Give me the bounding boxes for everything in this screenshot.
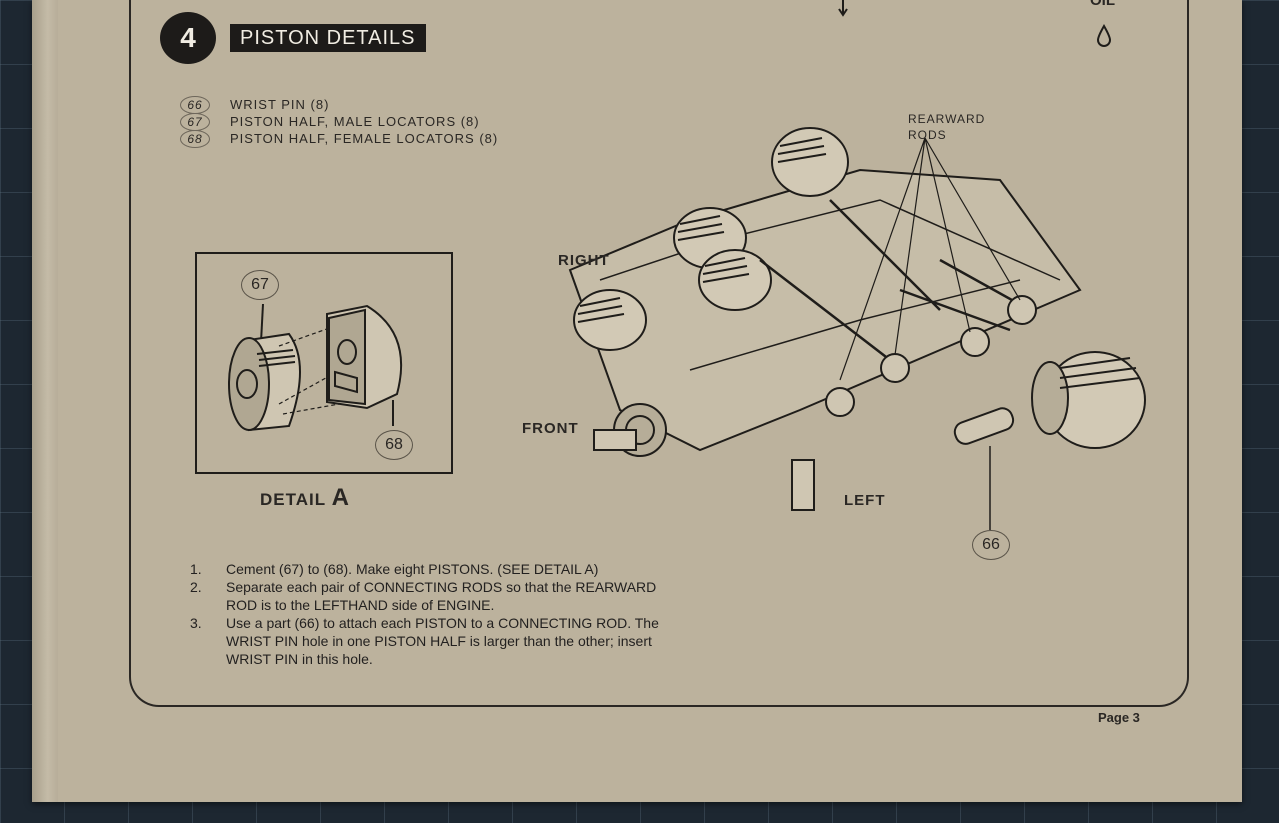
arrow-down-icon	[838, 0, 848, 17]
label-rods: RODS	[908, 128, 947, 142]
part-name: WRIST PIN (8)	[230, 97, 330, 112]
part-number: 66	[180, 95, 210, 114]
list-item: 68 PISTON HALF, FEMALE LOCATORS (8)	[180, 129, 499, 148]
oil-drop-icon	[1096, 24, 1112, 47]
parts-list: 66 WRIST PIN (8) 67 PISTON HALF, MALE LOCA…	[180, 95, 499, 148]
instruction-number: 1.	[190, 561, 202, 577]
instruction-text: Use a part (66) to attach each PISTON to…	[226, 615, 659, 667]
callout-66: 66	[972, 530, 1010, 560]
detail-a-box: 67 68	[195, 252, 453, 474]
instruction-number: 3.	[190, 615, 202, 631]
part-name: PISTON HALF, MALE LOCATORS (8)	[230, 114, 480, 129]
page-frame	[129, 0, 1189, 707]
oil-label: OIL	[1090, 0, 1115, 9]
part-number: 68	[180, 129, 210, 148]
detail-word: DETAIL	[260, 490, 326, 509]
label-right: RIGHT	[558, 252, 610, 269]
label-left: LEFT	[844, 492, 886, 509]
instruction-text: Cement (67) to (68). Make eight PISTONS.…	[226, 561, 599, 577]
list-item: 1. Cement (67) to (68). Make eight PISTON…	[190, 560, 660, 578]
list-item: 2. Separate each pair of CONNECTING RODS …	[190, 578, 660, 614]
step-number-badge: 4	[160, 12, 216, 64]
callout-68: 68	[375, 430, 413, 460]
step-title: PISTON DETAILS	[230, 24, 426, 52]
engine-assembly-illustration	[568, 127, 1146, 530]
part-name: PISTON HALF, FEMALE LOCATORS (8)	[230, 131, 499, 146]
detail-label: DETAIL A	[260, 484, 350, 512]
callout-67: 67	[241, 270, 279, 300]
instruction-number: 2.	[190, 579, 202, 595]
list-item: 3. Use a part (66) to attach each PISTON …	[190, 614, 660, 668]
label-rearward: REARWARD	[908, 112, 986, 126]
part-number: 67	[180, 112, 210, 131]
instructions-list: 1. Cement (67) to (68). Make eight PISTON…	[190, 560, 660, 668]
list-item: 66 WRIST PIN (8)	[180, 95, 498, 114]
page-number: Page 3	[1098, 710, 1140, 725]
page-spine	[32, 0, 58, 802]
label-front: FRONT	[522, 420, 579, 437]
piston-halves-illustration	[228, 303, 403, 432]
list-item: 67 PISTON HALF, MALE LOCATORS (8)	[180, 112, 498, 131]
instruction-text: Separate each pair of CONNECTING RODS so…	[226, 579, 657, 613]
detail-letter: A	[331, 484, 350, 511]
